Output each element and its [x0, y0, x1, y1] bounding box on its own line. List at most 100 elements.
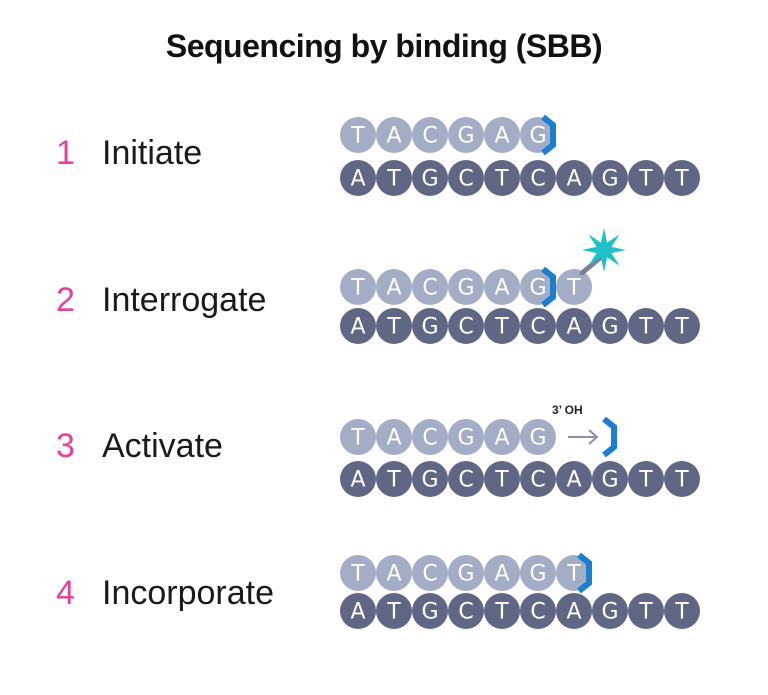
- step-4-template-base-9-circle: [628, 593, 664, 629]
- step-1-primer-base-2-circle: [376, 117, 412, 153]
- step-2-template-base-3-circle: [412, 308, 448, 344]
- step-3-template-base-5-circle: [484, 461, 520, 497]
- step-4-primer-base-4-letter: G: [457, 562, 474, 587]
- step-2-template-base-7-letter: A: [566, 315, 581, 340]
- step-1-template-base-4-letter: C: [458, 167, 473, 192]
- diagram-title: Sequencing by binding (SBB): [165, 28, 603, 64]
- step-2-template-base-6-circle: [520, 308, 556, 344]
- step-3-template-base-4-circle: [448, 461, 484, 497]
- step-3-template-base-4-letter: C: [458, 468, 473, 493]
- step-3-template-base-3-circle: [412, 461, 448, 497]
- step-3-template-base-7-letter: A: [566, 468, 581, 493]
- step-3-template-base-1-circle: [340, 461, 376, 497]
- step-1-template-base-7-letter: A: [566, 167, 581, 192]
- step-3-primer-base-2-circle: [376, 419, 412, 455]
- step-1-template-base-8-circle: [592, 160, 628, 196]
- step-3-template-base-8-letter: G: [601, 468, 618, 493]
- step-4-template-base-5-letter: T: [494, 600, 509, 625]
- step-2-primer-base-3-circle: [412, 269, 448, 305]
- step-2-number: 2: [56, 281, 75, 319]
- step-2-template-base-5-circle: [484, 308, 520, 344]
- step-4-template-base-3-letter: G: [421, 600, 438, 625]
- step-4-primer-base-3-circle: [412, 555, 448, 591]
- step-1-template-base-5-letter: T: [494, 167, 509, 192]
- step-2-primer-base-4-circle: [448, 269, 484, 305]
- step-1-primer-base-1-letter: T: [350, 124, 365, 149]
- step-3-primer-base-6-letter: G: [529, 426, 546, 451]
- step-1-label: Initiate: [102, 134, 203, 172]
- step-4-template-base-10-letter: T: [674, 600, 689, 625]
- step-1-template-base-9-letter: T: [638, 167, 653, 192]
- step-3-template-base-8-circle: [592, 461, 628, 497]
- step-2-primer-base-4-letter: G: [457, 276, 474, 301]
- step-3-template-base-3-letter: G: [421, 468, 438, 493]
- step-2-primer-base-5-circle: [484, 269, 520, 305]
- step-4-template-base-8-letter: G: [601, 600, 618, 625]
- step-3-template-base-2-letter: T: [386, 468, 401, 493]
- step-4-template-base-10-circle: [664, 593, 700, 629]
- step-2-primer-base-1-letter: T: [350, 276, 365, 301]
- step-4-template-base-2-circle: [376, 593, 412, 629]
- step-1-polymerase-icon: [541, 114, 556, 156]
- step-3-template-base-1-letter: A: [350, 468, 365, 493]
- step-4-template-base-5-circle: [484, 593, 520, 629]
- step-4-primer-base-6-letter: G: [529, 562, 546, 587]
- step-3-arrow-head-icon: [588, 429, 599, 445]
- step-1-template-base-7-circle: [556, 160, 592, 196]
- step-2-template-base-10-circle: [664, 308, 700, 344]
- step-3-label: Activate: [102, 427, 223, 465]
- step-3-primer-base-4-letter: G: [457, 426, 474, 451]
- step-4-template-base-2-letter: T: [386, 600, 401, 625]
- step-1-primer-base-6-circle: [520, 117, 556, 153]
- step-1-primer-base-5-letter: A: [494, 124, 509, 149]
- step-2-template-base-10-letter: T: [674, 315, 689, 340]
- step-4-template-base-1-letter: A: [350, 600, 365, 625]
- step-1-template-base-5-circle: [484, 160, 520, 196]
- step-1-template-base-8-letter: G: [601, 167, 618, 192]
- step-3-primer-base-1-letter: T: [350, 426, 365, 451]
- step-2-tether-line: [579, 255, 603, 276]
- step-4-primer-base-2-circle: [376, 555, 412, 591]
- step-4-primer-base-5-letter: A: [494, 562, 509, 587]
- step-3-template-base-10-circle: [664, 461, 700, 497]
- step-3-primer-base-6-circle: [520, 419, 556, 455]
- step-1-primer-base-2-letter: A: [386, 124, 401, 149]
- step-4-primer-base-7-circle: [556, 555, 592, 591]
- step-3-primer-base-1-circle: [340, 419, 376, 455]
- step-2-template-base-5-letter: T: [494, 315, 509, 340]
- step-1-primer-base-1-circle: [340, 117, 376, 153]
- step-3-template-base-5-letter: T: [494, 468, 509, 493]
- step-3-3oh-annotation: 3’ OH: [552, 403, 583, 417]
- step-2-primer-base-3-letter: C: [422, 276, 437, 301]
- step-2-template-base-1-letter: A: [350, 315, 365, 340]
- step-4-template-base-7-letter: A: [566, 600, 581, 625]
- step-2-template-base-2-letter: T: [386, 315, 401, 340]
- step-4-primer-base-3-letter: C: [422, 562, 437, 587]
- step-3-template-base-10-letter: T: [674, 468, 689, 493]
- step-3-template-base-2-circle: [376, 461, 412, 497]
- step-2-fluorescent-dye-icon: [582, 228, 626, 272]
- step-1-template-base-10-circle: [664, 160, 700, 196]
- step-2-primer-base-6-letter: G: [529, 276, 546, 301]
- step-2-primer-base-2-circle: [376, 269, 412, 305]
- step-3-template-base-6-letter: C: [530, 468, 545, 493]
- step-4-template-base-4-circle: [448, 593, 484, 629]
- step-2-primer-base-7-letter: T: [566, 276, 581, 301]
- step-1-template-base-4-circle: [448, 160, 484, 196]
- step-4-template-base-6-circle: [520, 593, 556, 629]
- step-1-template-base-1-letter: A: [350, 167, 365, 192]
- step-4-template-base-4-letter: C: [458, 600, 473, 625]
- step-4-template-base-7-circle: [556, 593, 592, 629]
- step-1-primer-base-4-letter: G: [457, 124, 474, 149]
- step-3-polymerase-icon: [602, 416, 617, 458]
- step-1-template-base-6-circle: [520, 160, 556, 196]
- step-2-template-base-4-letter: C: [458, 315, 473, 340]
- step-3-template-base-9-circle: [628, 461, 664, 497]
- step-1-template-base-3-circle: [412, 160, 448, 196]
- step-1-template-base-6-letter: C: [530, 167, 545, 192]
- step-1-primer-base-4-circle: [448, 117, 484, 153]
- step-2-template-base-6-letter: C: [530, 315, 545, 340]
- step-2-template-base-9-circle: [628, 308, 664, 344]
- step-4-template-base-3-circle: [412, 593, 448, 629]
